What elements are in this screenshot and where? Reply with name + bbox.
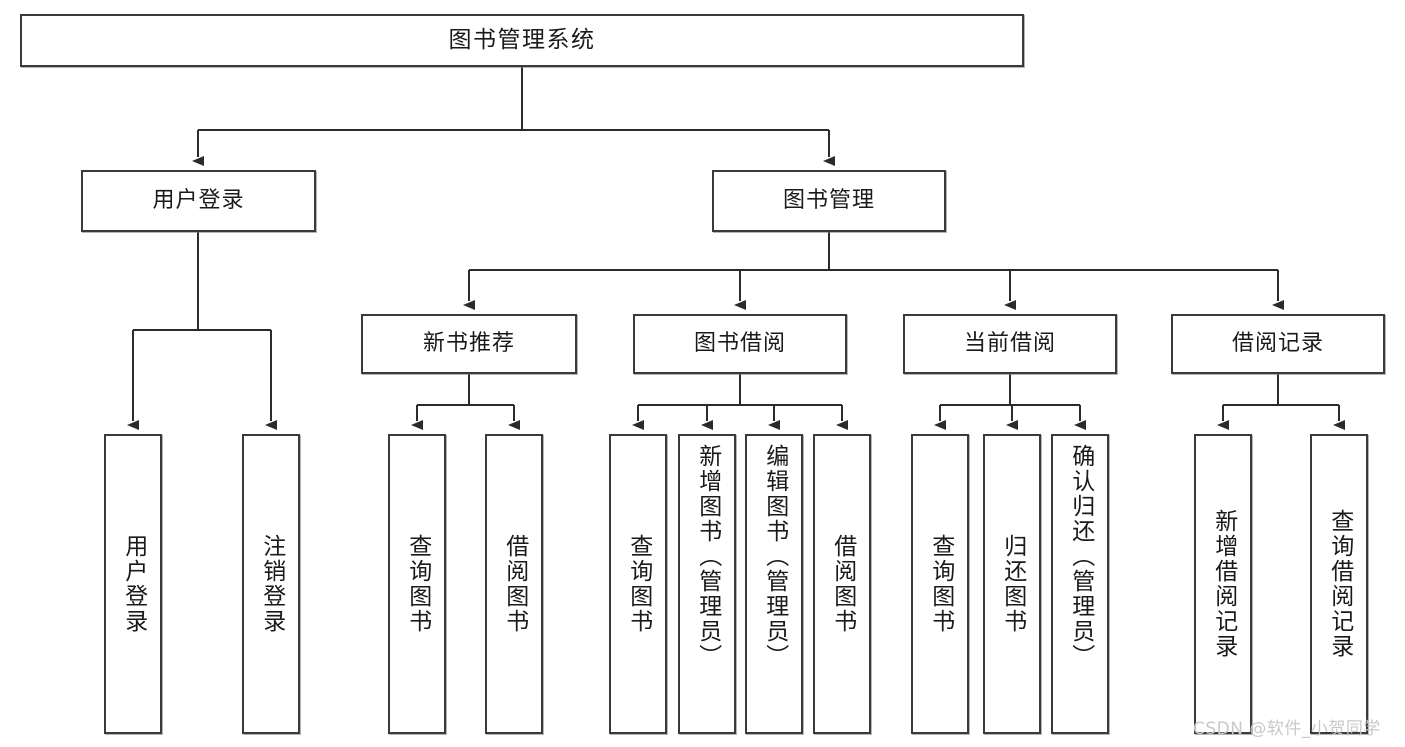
node-label: 用户登录 xyxy=(120,534,147,634)
node-label: 图书借阅 xyxy=(693,331,786,357)
node-label: 新增图书（管理员） xyxy=(694,444,721,669)
leaf-edit-book-admin[interactable]: 编辑图书（管理员） xyxy=(745,434,803,734)
node-label: 当前借阅 xyxy=(963,331,1056,357)
node-label: 新书推荐 xyxy=(422,331,515,357)
leaf-confirm-return-admin[interactable]: 确认归还（管理员） xyxy=(1051,434,1109,734)
leaf-logout[interactable]: 注销登录 xyxy=(242,434,300,734)
node-label: 归还图书 xyxy=(999,534,1026,634)
leaf-query-book-recommend[interactable]: 查询图书 xyxy=(388,434,446,734)
node-label: 编辑图书（管理员） xyxy=(761,444,788,669)
leaf-add-borrow-record[interactable]: 新增借阅记录 xyxy=(1194,434,1252,734)
leaf-add-book-admin[interactable]: 新增图书（管理员） xyxy=(678,434,736,734)
node-label: 借阅记录 xyxy=(1231,331,1324,357)
node-label: 查询图书 xyxy=(404,534,431,634)
node-label: 注销登录 xyxy=(258,534,285,634)
node-label: 查询图书 xyxy=(625,534,652,634)
node-new-book-recommend[interactable]: 新书推荐 xyxy=(361,314,577,374)
node-label: 借阅图书 xyxy=(501,534,528,634)
node-label: 新增借阅记录 xyxy=(1210,509,1237,659)
node-label: 用户登录 xyxy=(152,188,245,214)
node-borrow-records[interactable]: 借阅记录 xyxy=(1171,314,1385,374)
node-user-login[interactable]: 用户登录 xyxy=(81,170,316,232)
leaf-query-book-borrowing[interactable]: 查询图书 xyxy=(609,434,667,734)
node-root-book-management-system[interactable]: 图书管理系统 xyxy=(20,14,1024,67)
leaf-query-borrow-record[interactable]: 查询借阅记录 xyxy=(1310,434,1368,734)
leaf-borrow-book-recommend[interactable]: 借阅图书 xyxy=(485,434,543,734)
leaf-user-login[interactable]: 用户登录 xyxy=(104,434,162,734)
node-label: 图书管理 xyxy=(782,188,875,214)
node-label: 查询借阅记录 xyxy=(1326,509,1353,659)
node-label: 确认归还（管理员） xyxy=(1067,444,1094,669)
leaf-borrow-book-borrowing[interactable]: 借阅图书 xyxy=(813,434,871,734)
leaf-query-book-current[interactable]: 查询图书 xyxy=(911,434,969,734)
node-label: 借阅图书 xyxy=(829,534,856,634)
node-label: 查询图书 xyxy=(927,534,954,634)
leaf-return-book[interactable]: 归还图书 xyxy=(983,434,1041,734)
node-book-management[interactable]: 图书管理 xyxy=(712,170,946,232)
node-book-borrowing[interactable]: 图书借阅 xyxy=(633,314,847,374)
node-current-borrowing[interactable]: 当前借阅 xyxy=(903,314,1117,374)
csdn-watermark: CSDN @软件_小贺同学 xyxy=(1193,719,1381,739)
node-label: 图书管理系统 xyxy=(448,27,596,54)
